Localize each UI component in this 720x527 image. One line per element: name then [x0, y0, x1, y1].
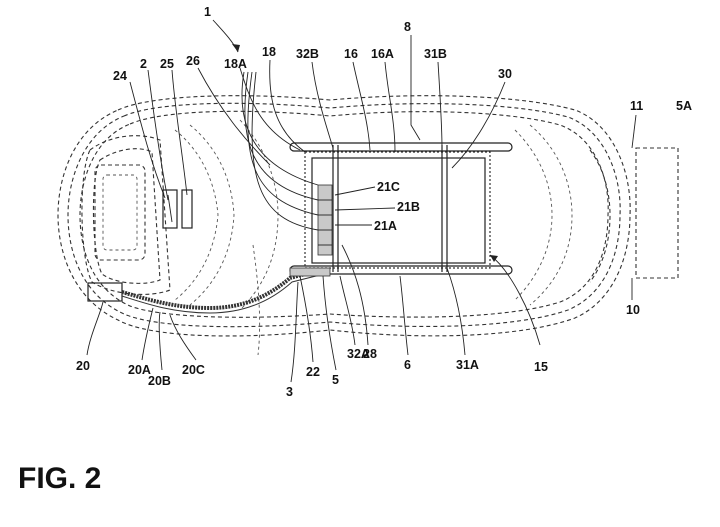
ref-20: 20 [76, 359, 90, 373]
ref-31A: 31A [456, 358, 479, 372]
connector-bank [318, 185, 332, 255]
ref-18A: 18A [224, 57, 247, 71]
ref-32B: 32B [296, 47, 319, 61]
ref-1: 1 [204, 5, 211, 19]
ref-22: 22 [306, 365, 320, 379]
connector-22 [290, 268, 330, 276]
ref-5: 5 [332, 373, 339, 387]
vehicle-body-outline [58, 96, 630, 336]
ref-3: 3 [286, 385, 293, 399]
ref-20B: 20B [148, 374, 171, 388]
ref-18: 18 [262, 45, 276, 59]
charger-5A [636, 148, 678, 278]
ref-11: 11 [630, 99, 643, 113]
ref-21C: 21C [377, 180, 400, 194]
ref-30: 30 [498, 67, 512, 81]
ref-28: 28 [363, 347, 377, 361]
front-cabin-outline [82, 120, 278, 355]
ref-20C: 20C [182, 363, 205, 377]
ref-25: 25 [160, 57, 174, 71]
top-rail [290, 143, 512, 151]
ref-31B: 31B [424, 47, 447, 61]
ref-5A: 5A [676, 99, 692, 113]
rear-cabin-outline [515, 125, 610, 305]
ref-15: 15 [534, 360, 548, 374]
ref-24: 24 [113, 69, 127, 83]
ref-8: 8 [404, 20, 411, 34]
ref-6: 6 [404, 358, 411, 372]
ref-21A: 21A [374, 219, 397, 233]
ref-21B: 21B [397, 200, 420, 214]
wire-harness [88, 268, 330, 313]
front-seat-outlines [95, 165, 145, 260]
ref-16: 16 [344, 47, 358, 61]
figure-title: FIG. 2 [18, 462, 101, 495]
ref-10: 10 [626, 303, 640, 317]
reference-numerals: 1 2 24 25 26 18A 18 32B 16 16A 8 31B 30 … [76, 5, 692, 399]
ref-16A: 16A [371, 47, 394, 61]
ref-2: 2 [140, 57, 147, 71]
ref-26: 26 [186, 54, 200, 68]
leader-lines [87, 20, 636, 382]
